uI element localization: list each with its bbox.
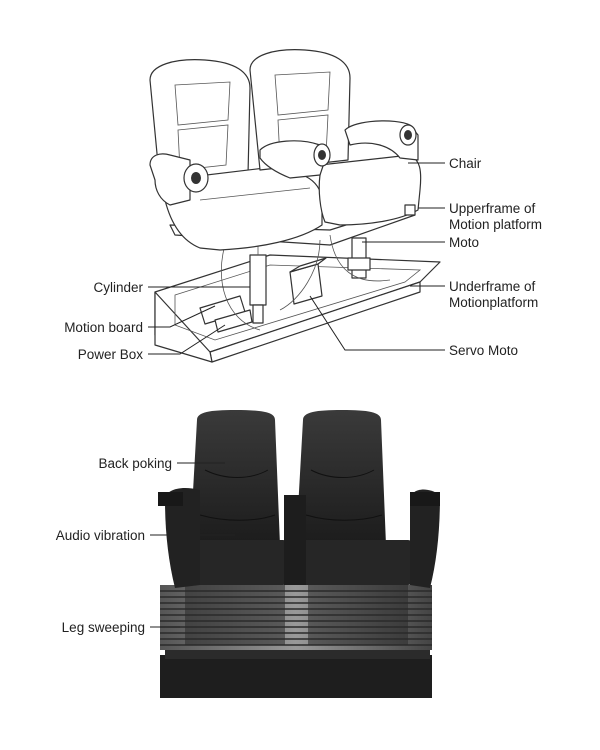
moto <box>347 237 371 279</box>
label-moto: Moto <box>449 235 479 250</box>
seat-base <box>160 655 432 698</box>
center-armrest <box>284 495 306 585</box>
label-upperframe-line2: Motion platform <box>449 217 542 232</box>
label-motion-board: Motion board <box>64 320 143 335</box>
label-underframe-line1: Underframe of <box>449 279 536 294</box>
right-chair <box>249 49 422 226</box>
label-chair: Chair <box>449 156 482 171</box>
label-leg-sweeping: Leg sweeping <box>62 620 145 635</box>
right-seat <box>296 410 440 645</box>
left-seat <box>165 410 287 645</box>
leader-lines <box>148 162 445 355</box>
label-underframe-line2: Motionplatform <box>449 295 538 310</box>
label-back-poking: Back poking <box>98 456 172 471</box>
label-power-box: Power Box <box>78 347 144 362</box>
label-cylinder: Cylinder <box>93 280 143 295</box>
label-servo-moto: Servo Moto <box>449 343 518 358</box>
motion-seat-photo: Back poking Audio vibration Leg sweeping <box>56 410 440 698</box>
cylinder <box>249 240 267 324</box>
motion-board <box>199 295 253 333</box>
label-audio-vibration: Audio vibration <box>56 528 145 543</box>
label-upperframe-line1: Upperframe of <box>449 201 536 216</box>
left-chair <box>149 59 323 251</box>
motion-seat-line-drawing: Chair Upperframe of Motion platform Moto… <box>64 49 542 363</box>
